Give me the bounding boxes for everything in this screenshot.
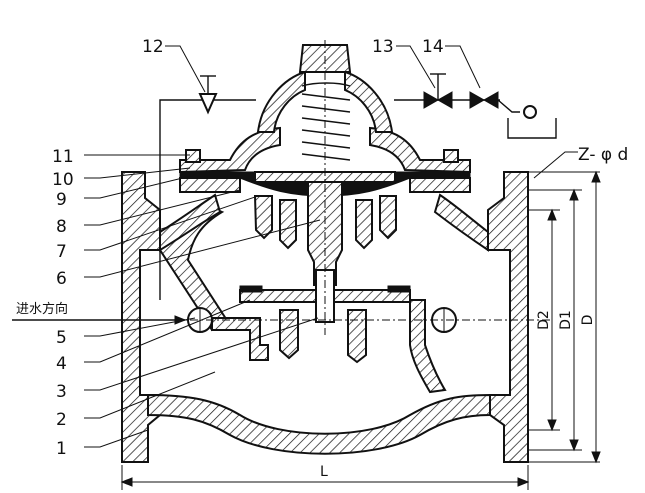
guide-fin-left-2 [279,199,297,250]
guide-fin-left [253,195,273,240]
left-cover-bolt [185,149,201,163]
upper-shoulder-right [433,193,489,252]
pilot-piping [159,73,557,333]
lower-fin-left [279,309,299,360]
right-cover-bolt [443,149,459,163]
bolt-spec-label: Z- φ d [578,145,628,165]
upper-disc-plate [254,171,396,183]
callout-12: 12 [142,37,164,57]
dim-d1-label: D1 [558,310,574,330]
spring-housing [256,44,394,161]
dim-d-label: D [580,315,596,326]
callout-2: 2 [56,410,67,430]
seal-ring [239,285,263,293]
callout-7: 7 [56,242,67,262]
callout-8: 8 [56,217,67,237]
spring [301,82,351,161]
seal-ring-right [387,285,411,293]
right-flange [487,171,529,463]
callout-5: 5 [56,328,67,348]
callout-10: 10 [52,170,74,190]
inlet-direction-label: 进水方向 [16,301,68,317]
callouts: 1 2 3 4 5 6 7 8 9 10 11 12 13 14 [52,37,481,459]
callout-4: 4 [56,354,67,374]
dome-right [344,70,394,133]
diaphragm-clamp [179,177,241,193]
disc-assembly [239,40,411,364]
guide-fin-right [355,199,373,250]
diaphragm-clamp-right [409,177,471,193]
float-ball [523,105,537,119]
lower-bowl [147,393,491,455]
callout-11: 11 [52,147,74,167]
guide-fin-right-2 [379,195,397,240]
lower-fin-right [347,309,367,364]
callout-9: 9 [56,190,67,210]
reservoir [507,118,557,139]
length-label: L [320,464,328,480]
left-flange [121,171,161,463]
dimension-lines: L D2 D1 D Z- φ d [120,145,628,490]
callout-14: 14 [422,37,444,57]
pilot-line-left [159,99,256,300]
ball-valve-14 [469,91,499,109]
callout-3: 3 [56,382,67,402]
callout-6: 6 [56,269,67,289]
callout-1: 1 [56,439,67,459]
dim-d2-label: D2 [536,310,552,330]
seat-partition [211,317,269,361]
inlet-direction-indicator: 进水方向 [12,301,187,325]
callout-13: 13 [372,37,394,57]
bonnet-cover [179,126,281,174]
outlet-wall [409,299,447,394]
needle-valve [198,93,218,115]
valve-body [121,171,529,463]
dome [256,70,306,133]
